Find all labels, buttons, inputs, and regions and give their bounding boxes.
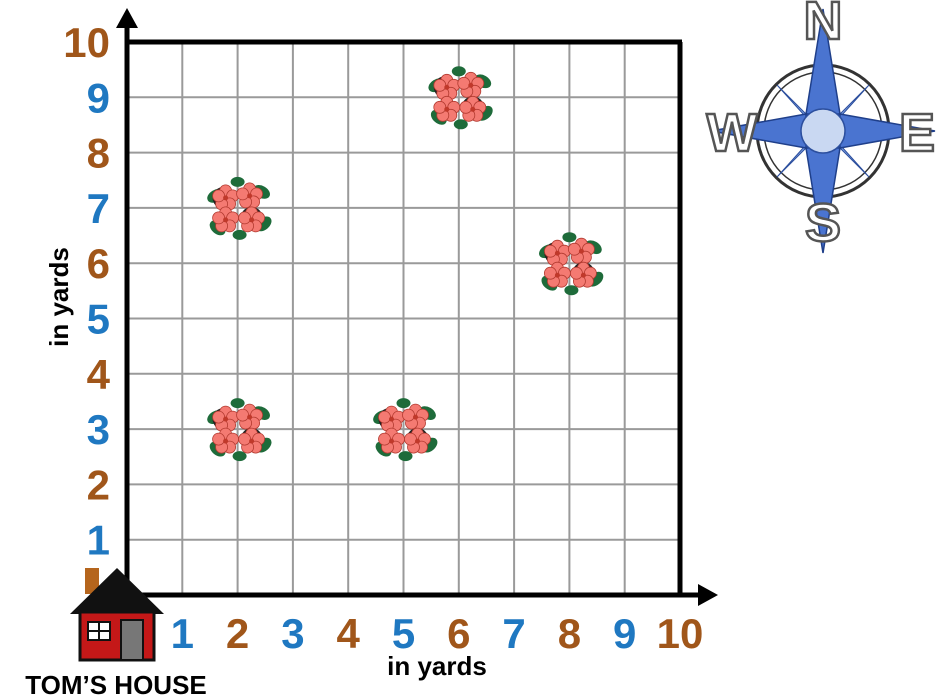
x-tick-label: 4	[337, 610, 361, 657]
y-tick-label: 9	[87, 74, 110, 121]
compass-west: W	[707, 103, 758, 163]
x-tick-label: 3	[281, 610, 304, 657]
y-axis-arrow-icon	[116, 8, 138, 28]
x-tick-label: 1	[171, 610, 194, 657]
y-axis-label: in yards	[44, 247, 74, 347]
x-tick-label: 2	[226, 610, 249, 657]
x-tick-label: 8	[558, 610, 581, 657]
y-tick-label: 1	[87, 517, 110, 564]
y-tick-label: 4	[87, 351, 111, 398]
house-label: TOM’S HOUSE	[25, 670, 207, 698]
x-tick-label: 7	[502, 610, 525, 657]
y-tick-label: 10	[63, 19, 110, 66]
x-tick-label: 9	[613, 610, 636, 657]
x-tick-label: 5	[392, 610, 415, 657]
x-axis-arrow-icon	[698, 584, 718, 606]
y-tick-label: 5	[87, 296, 110, 343]
compass-rose-icon: N S W E	[707, 0, 936, 253]
y-tick-label: 2	[87, 461, 110, 508]
y-tick-label: 7	[87, 185, 110, 232]
y-tick-label: 8	[87, 130, 110, 177]
x-tick-label: 10	[657, 610, 704, 657]
x-tick-label: 6	[447, 610, 470, 657]
compass-south: S	[805, 193, 841, 253]
y-tick-label: 6	[87, 240, 110, 287]
house-icon	[70, 568, 164, 660]
x-axis-label: in yards	[387, 651, 487, 681]
compass-north: N	[804, 0, 843, 51]
y-tick-label: 3	[87, 406, 110, 453]
compass-east: E	[899, 103, 935, 163]
grid-lines	[127, 42, 680, 595]
